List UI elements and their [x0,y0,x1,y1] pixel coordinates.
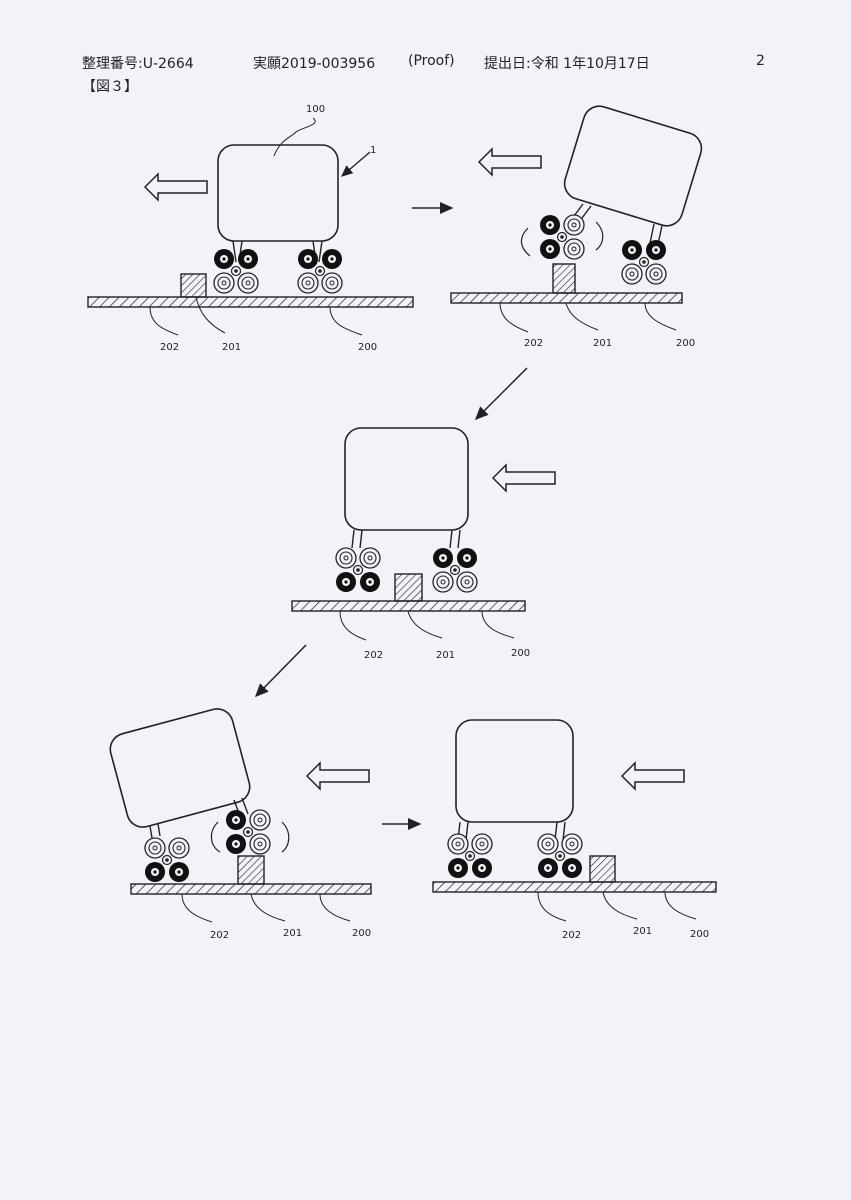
reference-number: 整理番号:U-2664 [82,56,194,72]
step-block [589,855,616,883]
panel-1: 100 1 202 201 200 [87,104,414,353]
direction-arrow [478,148,542,176]
wheel-cluster-rear [226,810,270,854]
panel-5: 202 201 200 [432,719,717,941]
proof-mark: (Proof) [408,53,455,69]
label-floor: 200 [358,342,377,353]
label-step: 201 [283,928,302,939]
label-step: 201 [593,338,612,349]
filing-date: 提出日:令和 1年10月17日 [484,56,650,72]
vehicle-body [563,105,703,227]
floor [130,883,372,895]
panel-2: 202 201 200 [450,105,703,349]
step-block [237,855,265,885]
floor [450,292,683,304]
label-floor-area: 202 [562,930,581,941]
label-floor-area: 202 [524,338,543,349]
floor [87,296,414,308]
sequence-arrow-2 [474,367,528,421]
wheel-cluster-front [540,215,584,259]
wheel-cluster-front [145,838,189,882]
label-floor-area: 202 [210,930,229,941]
label-device: 1 [370,145,376,156]
direction-arrow [621,762,685,790]
label-step: 201 [222,342,241,353]
floor [291,600,526,612]
label-step: 201 [633,926,652,937]
panel-3: 202 201 200 [291,427,556,661]
wheel-cluster-rear [622,240,666,284]
label-floor-area: 202 [364,650,383,661]
floor [432,881,717,893]
wheel-cluster-rear [538,834,582,878]
label-floor: 200 [690,929,709,940]
direction-arrow [492,464,556,492]
panel-4: 202 201 200 [109,708,372,941]
label-vehicle: 100 [306,104,325,115]
step-block [394,573,423,602]
sequence-arrow-3 [254,644,307,698]
wheel-cluster-rear [433,548,477,592]
label-floor: 200 [511,648,530,659]
vehicle-body [344,427,469,531]
step-block [552,263,576,294]
wheel-cluster-front [448,834,492,878]
direction-arrow [144,173,208,201]
figure-label: 【図３】 [82,79,138,95]
vehicle-body [109,708,251,828]
direction-arrow [306,762,370,790]
wheel-cluster-front [336,548,380,592]
page-number: 2 [756,53,765,69]
label-floor-area: 202 [160,342,179,353]
vehicle-body [455,719,574,823]
step-block [180,273,207,298]
label-floor: 200 [676,338,695,349]
application-number: 実願2019-003956 [253,56,376,72]
label-floor: 200 [352,928,371,939]
wheel-cluster-front [214,249,258,293]
vehicle-body [217,144,339,242]
label-step: 201 [436,650,455,661]
